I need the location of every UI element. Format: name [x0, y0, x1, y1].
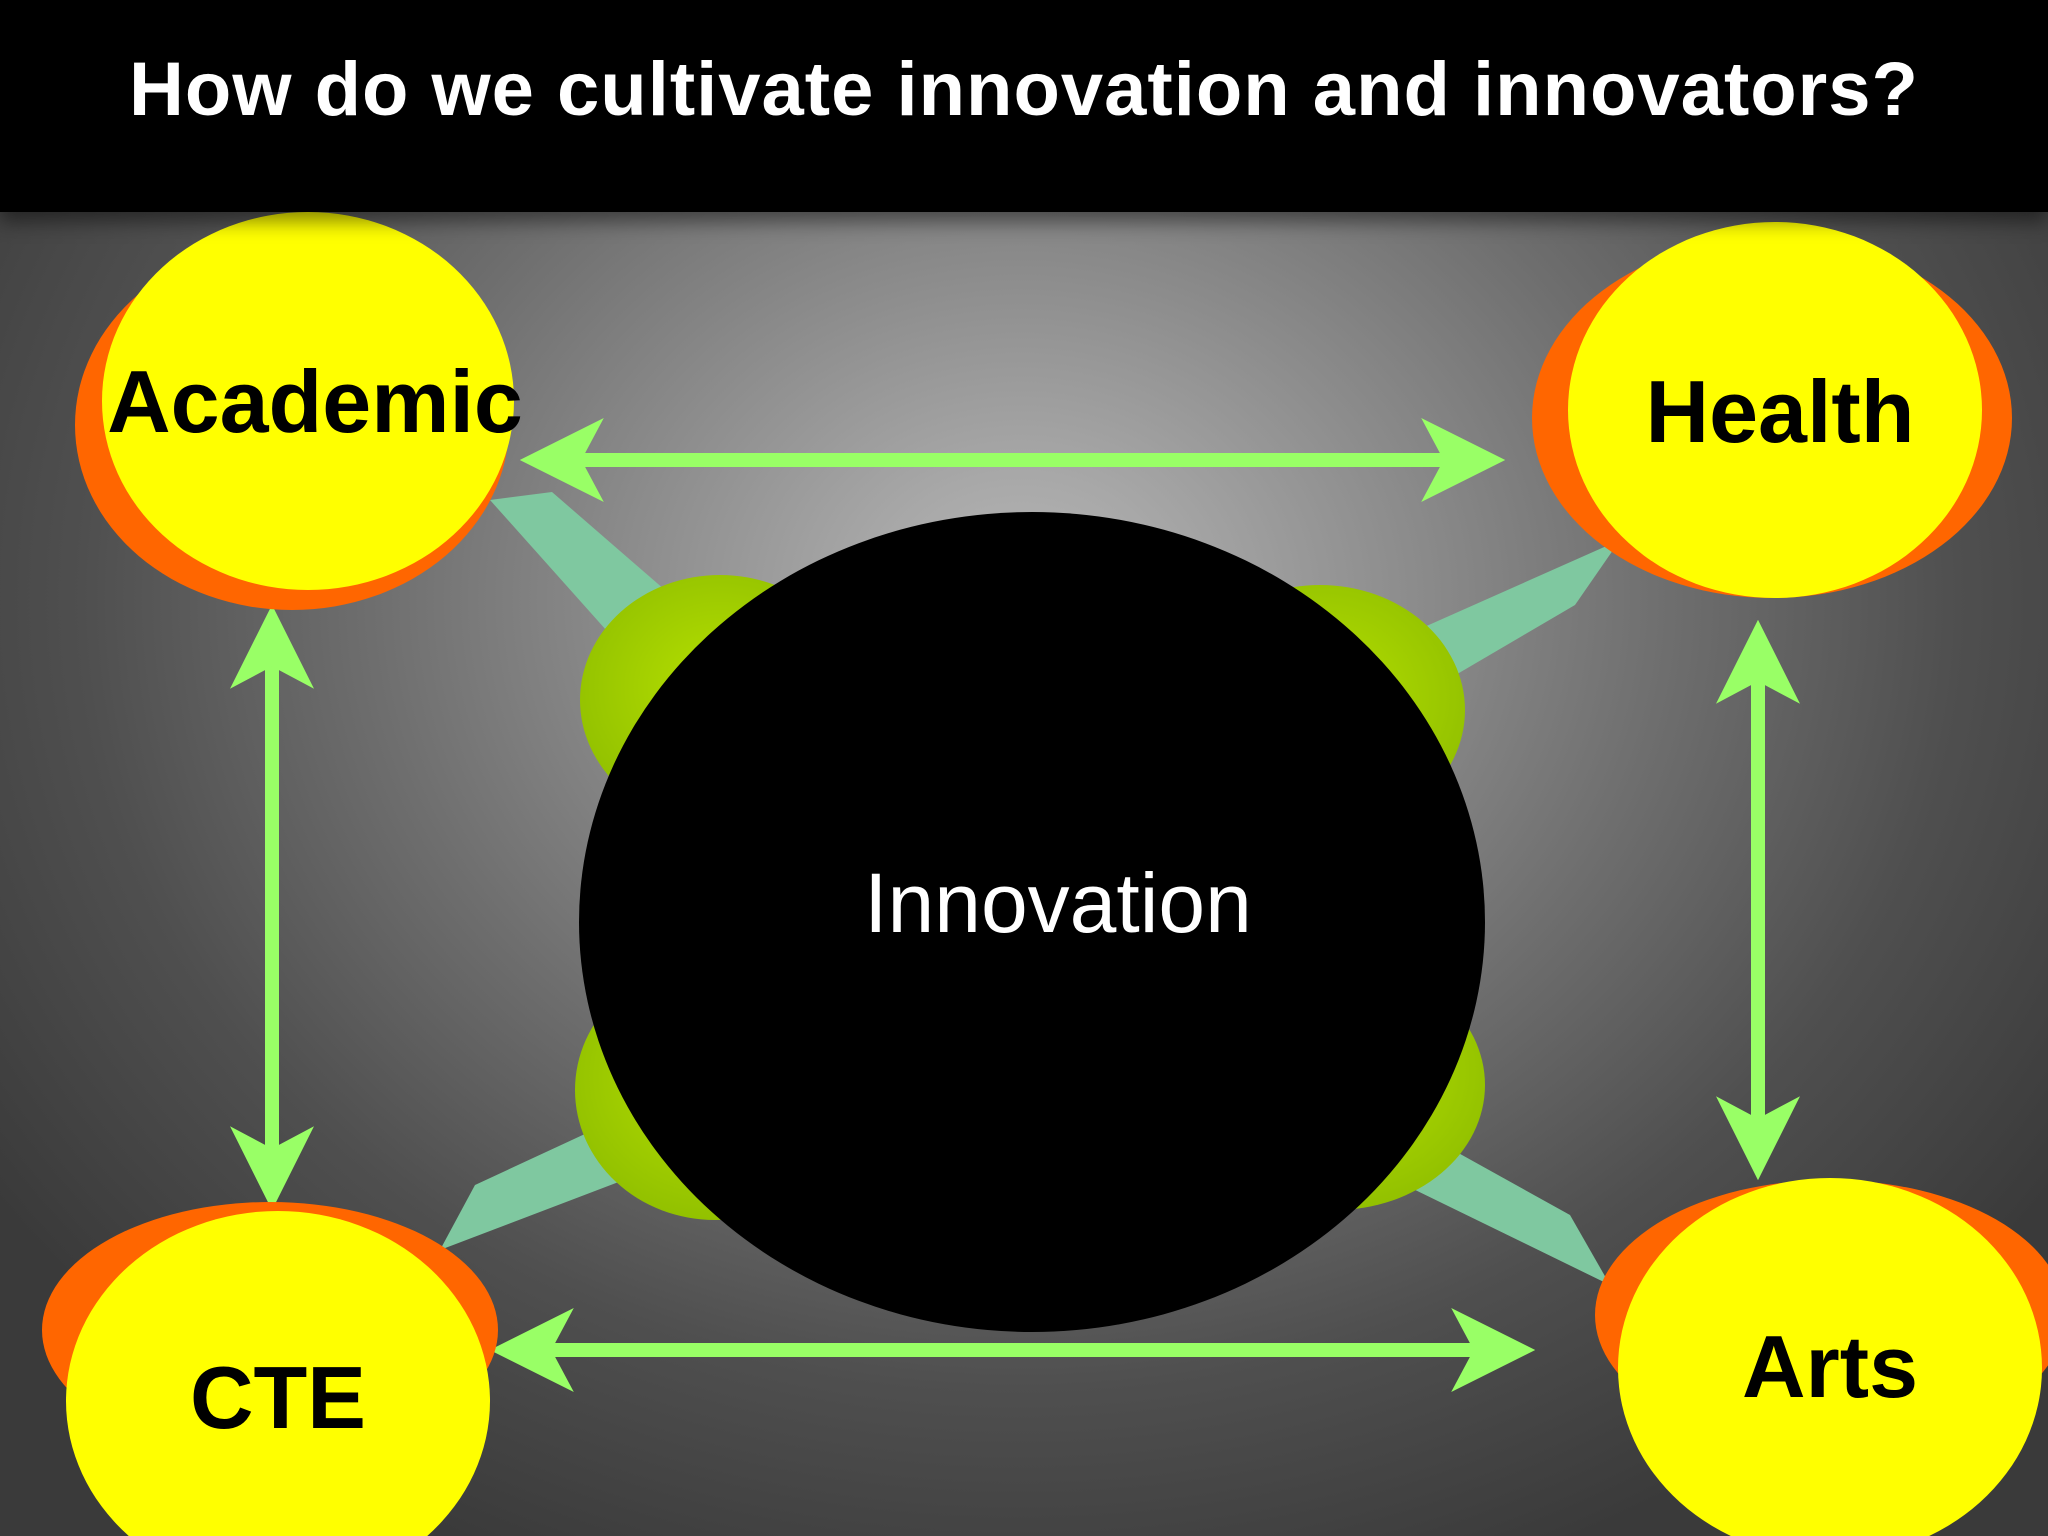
node-health: Health [1532, 222, 2012, 598]
innovation-circle [579, 512, 1485, 1332]
node-arts: Arts [1595, 1178, 2048, 1536]
node-health-circle [1568, 222, 1982, 598]
node-health-label: Health [1646, 362, 1915, 461]
spoke-bottom-right [1405, 1140, 1610, 1285]
slide-title: How do we cultivate innovation and innov… [129, 47, 1919, 132]
innovation-label: Innovation [864, 856, 1252, 950]
node-academic-circle [102, 212, 514, 590]
connections [230, 418, 1800, 1392]
node-arts-label: Arts [1742, 1317, 1918, 1416]
spoke-top-left [490, 492, 665, 640]
spoke-top-right [1395, 540, 1620, 690]
node-academic: Academic [75, 212, 523, 610]
node-cte-label: CTE [190, 1348, 366, 1447]
node-arts-circle [1618, 1178, 2042, 1536]
title-bar: How do we cultivate innovation and innov… [0, 0, 2048, 212]
node-academic-label: Academic [107, 352, 523, 451]
node-cte-circle [66, 1211, 490, 1536]
node-cte: CTE [42, 1202, 498, 1536]
